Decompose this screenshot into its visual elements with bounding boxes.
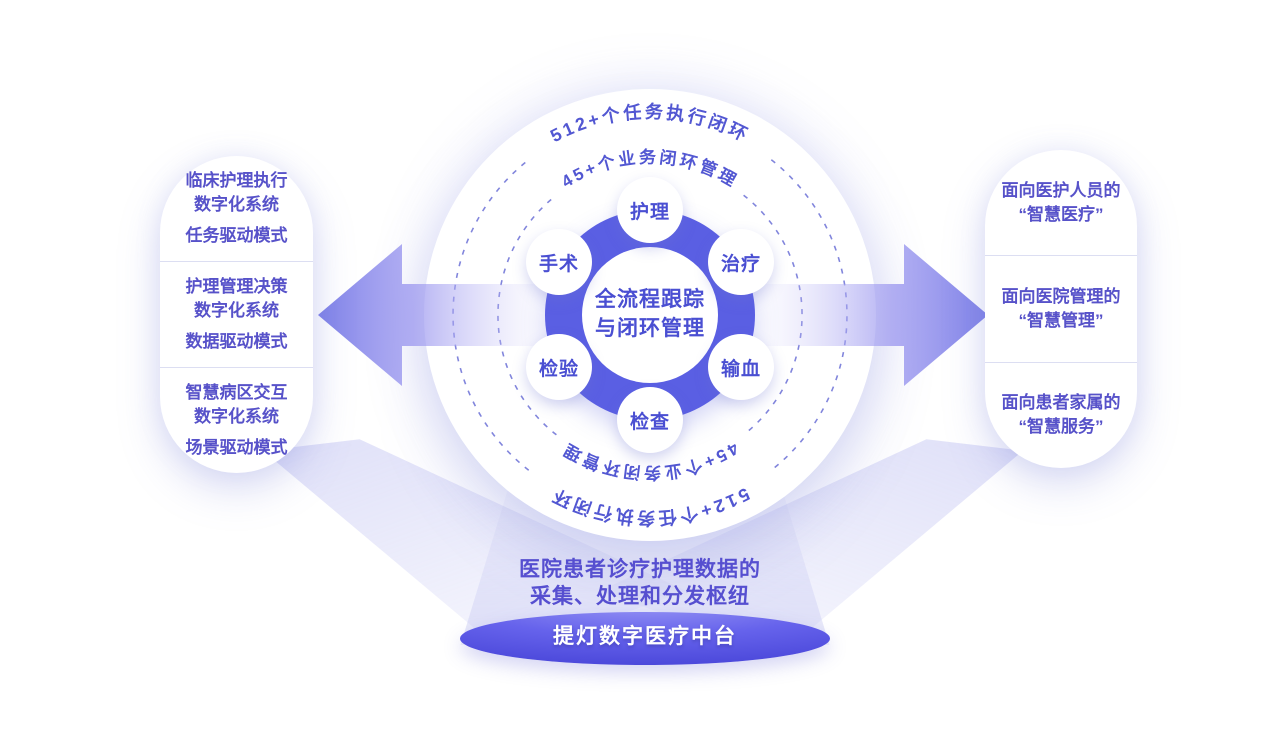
panel-section-smart-ward: 智慧病区交互 数字化系统 场景驱动模式: [160, 367, 313, 473]
node-transfusion: 输血: [708, 334, 774, 400]
node-treatment: 治疗: [708, 229, 774, 295]
platform-name: 提灯数字医疗中台: [553, 624, 737, 648]
section-title-line: 智慧病区交互: [185, 382, 288, 402]
section-mode: 数据驱动模式: [185, 332, 288, 352]
node-nursing-label: 护理: [629, 201, 670, 223]
section-mode: 场景驱动模式: [185, 438, 288, 458]
section-title-line: 面向医院管理的: [1001, 286, 1121, 306]
section-title-line: “智慧医疗”: [1018, 204, 1104, 224]
panel-section-smart-medical: 面向医护人员的 “智慧医疗”: [985, 150, 1137, 255]
platform-ellipse: 提灯数字医疗中台: [460, 612, 830, 665]
node-transfusion-label: 输血: [720, 358, 761, 380]
node-nursing: 护理: [617, 177, 683, 243]
section-title-line: 临床护理执行: [185, 170, 288, 190]
section-title-line: 数字化系统: [194, 300, 279, 320]
node-examination: 检查: [617, 387, 683, 453]
panel-section-smart-service: 面向患者家属的 “智慧服务”: [985, 361, 1137, 468]
panel-section-nursing-management: 护理管理决策 数字化系统 数据驱动模式: [160, 261, 313, 367]
section-title-line: “智慧管理”: [1018, 310, 1104, 330]
panel-section-clinical-nursing: 临床护理执行 数字化系统 任务驱动模式: [160, 156, 313, 261]
section-title-line: 护理管理决策: [185, 276, 288, 296]
node-lab-test-label: 检验: [538, 358, 579, 380]
hub-title-line2: 与闭环管理: [595, 317, 705, 340]
node-lab-test: 检验: [526, 334, 592, 400]
node-surgery-label: 手术: [538, 253, 579, 275]
section-title-line: 面向医护人员的: [1001, 180, 1121, 200]
hub-title-line1: 全流程跟踪: [595, 288, 705, 312]
right-outcomes-panel: 面向医护人员的 “智慧医疗” 面向医院管理的 “智慧管理” 面向患者家属的 “智…: [985, 150, 1137, 468]
section-title-line: 数字化系统: [194, 194, 279, 214]
node-treatment-label: 治疗: [720, 253, 761, 275]
node-examination-label: 检查: [629, 411, 670, 433]
data-hub-description: 医院患者诊疗护理数据的 采集、处理和分发枢纽: [340, 556, 940, 611]
data-hub-description-line2: 采集、处理和分发枢纽: [530, 585, 750, 609]
panel-section-smart-management: 面向医院管理的 “智慧管理”: [985, 255, 1137, 361]
left-systems-panel: 临床护理执行 数字化系统 任务驱动模式 护理管理决策 数字化系统 数据驱动模式 …: [160, 156, 313, 473]
hub-core: 全流程跟踪 与闭环管理: [582, 247, 718, 383]
node-surgery: 手术: [526, 229, 592, 295]
section-title-line: 面向患者家属的: [1001, 393, 1121, 413]
section-mode: 任务驱动模式: [185, 226, 288, 246]
section-title-line: 数字化系统: [194, 406, 279, 426]
data-hub-description-line1: 医院患者诊疗护理数据的: [519, 558, 761, 581]
section-title-line: “智慧服务”: [1018, 417, 1104, 437]
